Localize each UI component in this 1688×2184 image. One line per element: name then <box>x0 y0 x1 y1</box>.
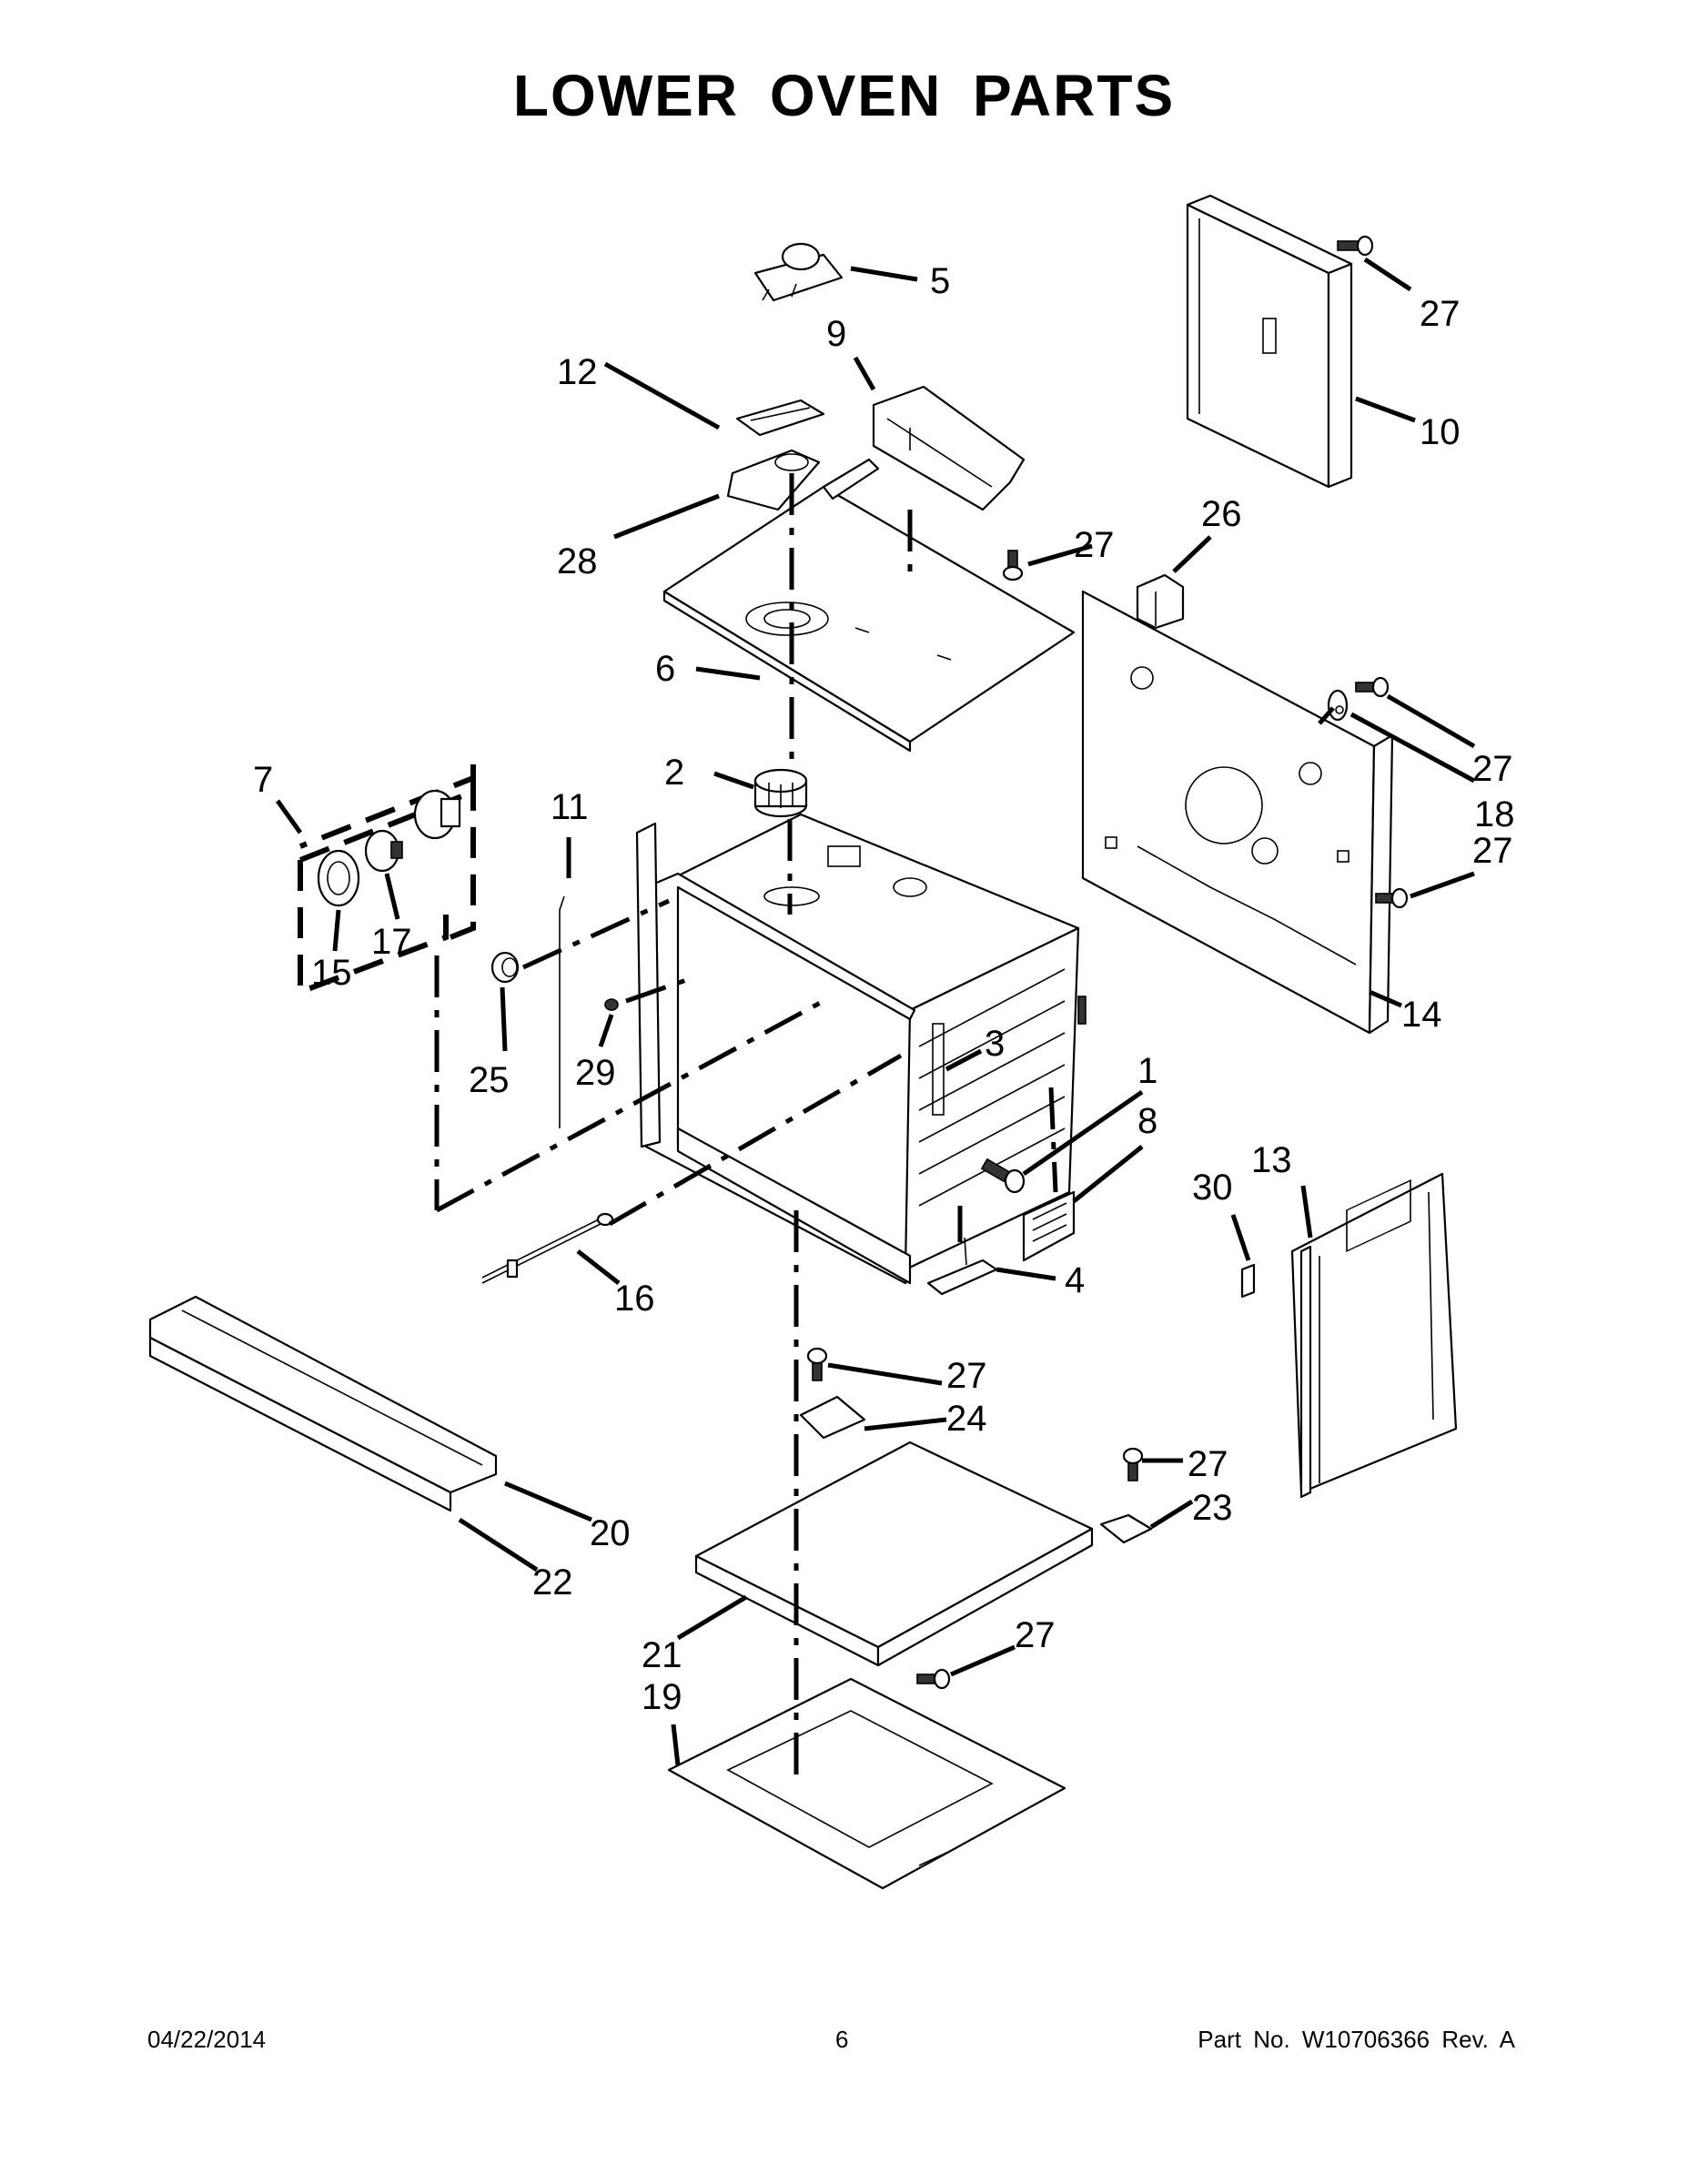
part-30-clip <box>1240 1263 1256 1299</box>
callout-13: 13 <box>1251 1140 1292 1180</box>
part-27-screw-e <box>806 1347 828 1381</box>
callout-28: 28 <box>557 541 598 581</box>
part-12-bracket <box>735 399 825 437</box>
callout-20: 20 <box>590 1513 631 1553</box>
part-11-wire <box>559 895 565 1128</box>
footer-date: 04/22/2014 <box>147 2026 267 2053</box>
part-13-side-panel <box>1290 1172 1458 1499</box>
callout-14: 14 <box>1401 995 1442 1035</box>
part-15-light-lens <box>317 849 360 907</box>
callout-25: 25 <box>469 1060 510 1100</box>
part-5-thermal-switch <box>753 242 844 302</box>
callout-27-e: 27 <box>946 1356 987 1396</box>
callout-26: 26 <box>1201 494 1242 534</box>
callout-numbers: 5 9 27 10 12 28 27 26 6 27 18 27 14 2 7 … <box>253 261 1515 1717</box>
part-24-bracket <box>799 1395 866 1440</box>
callout-8: 8 <box>1137 1101 1157 1141</box>
part-27-screw-b <box>1002 550 1024 581</box>
callout-27-g: 27 <box>1015 1615 1056 1655</box>
callout-27-d: 27 <box>1472 831 1513 871</box>
part-9-cover <box>872 385 1026 511</box>
callout-22: 22 <box>532 1562 573 1603</box>
part-7-light-assembly <box>298 764 476 996</box>
page-title: LOWER OVEN PARTS <box>512 63 1176 128</box>
part-10-side-panel <box>1186 194 1353 489</box>
part-29-screw <box>604 998 619 1011</box>
callout-4: 4 <box>1065 1260 1085 1300</box>
part-17-light-socket <box>364 829 403 873</box>
callout-24: 24 <box>946 1399 987 1439</box>
part-light-housing <box>413 789 461 840</box>
callout-16: 16 <box>614 1279 655 1319</box>
part-16-temperature-sensor <box>481 1212 614 1284</box>
callout-7: 7 <box>253 760 273 800</box>
part-18-clip <box>1327 689 1349 722</box>
callout-29: 29 <box>575 1053 616 1093</box>
callout-1: 1 <box>1137 1051 1157 1091</box>
callout-5: 5 <box>930 261 950 301</box>
footer-part-number: Part No. W10706366 Rev. A <box>1198 2026 1515 2053</box>
callout-19: 19 <box>642 1677 682 1717</box>
callout-10: 10 <box>1420 412 1461 452</box>
part-20-front-trim <box>148 1295 498 1494</box>
callout-17: 17 <box>371 922 412 962</box>
part-14-rear-panel <box>1081 590 1394 1035</box>
part-27-screw-d <box>1375 887 1409 909</box>
part-8-vent-grille <box>1022 1190 1076 1262</box>
callout-23: 23 <box>1192 1488 1233 1528</box>
footer-page-number: 6 <box>835 2026 849 2053</box>
callout-12: 12 <box>557 352 598 392</box>
callout-3: 3 <box>985 1024 1005 1064</box>
part-26-terminal-block <box>1136 573 1185 630</box>
callout-27-b: 27 <box>1074 525 1115 565</box>
part-27-screw-g <box>916 1668 951 1690</box>
leader-lines <box>275 257 1476 1766</box>
part-19-bottom-panel <box>667 1677 1066 1890</box>
callout-18: 18 <box>1474 794 1515 834</box>
callout-11: 11 <box>551 787 589 827</box>
callout-9: 9 <box>826 314 846 354</box>
callout-27-c: 27 <box>1472 749 1513 789</box>
callout-21: 21 <box>642 1635 682 1675</box>
part-2-fan-motor <box>753 768 808 818</box>
callout-30: 30 <box>1192 1168 1233 1208</box>
callout-2: 2 <box>664 753 684 793</box>
part-28-motor-bracket <box>726 449 821 511</box>
part-1-screw <box>980 1158 1026 1194</box>
callout-27-a: 27 <box>1420 294 1461 334</box>
part-27-screw-c <box>1355 676 1390 698</box>
part-25-plug <box>490 951 520 984</box>
part-6-top-panel <box>662 458 1076 753</box>
part-3-oven-cavity <box>635 813 1087 1285</box>
callout-27-f: 27 <box>1188 1444 1228 1484</box>
part-23-mounting-bracket <box>1099 1513 1153 1544</box>
part-22-trim-lower <box>148 1336 452 1512</box>
part-27-screw-f <box>1122 1447 1144 1481</box>
callout-6: 6 <box>655 649 675 689</box>
callout-15: 15 <box>311 953 352 993</box>
part-27-screw-a <box>1337 235 1374 257</box>
